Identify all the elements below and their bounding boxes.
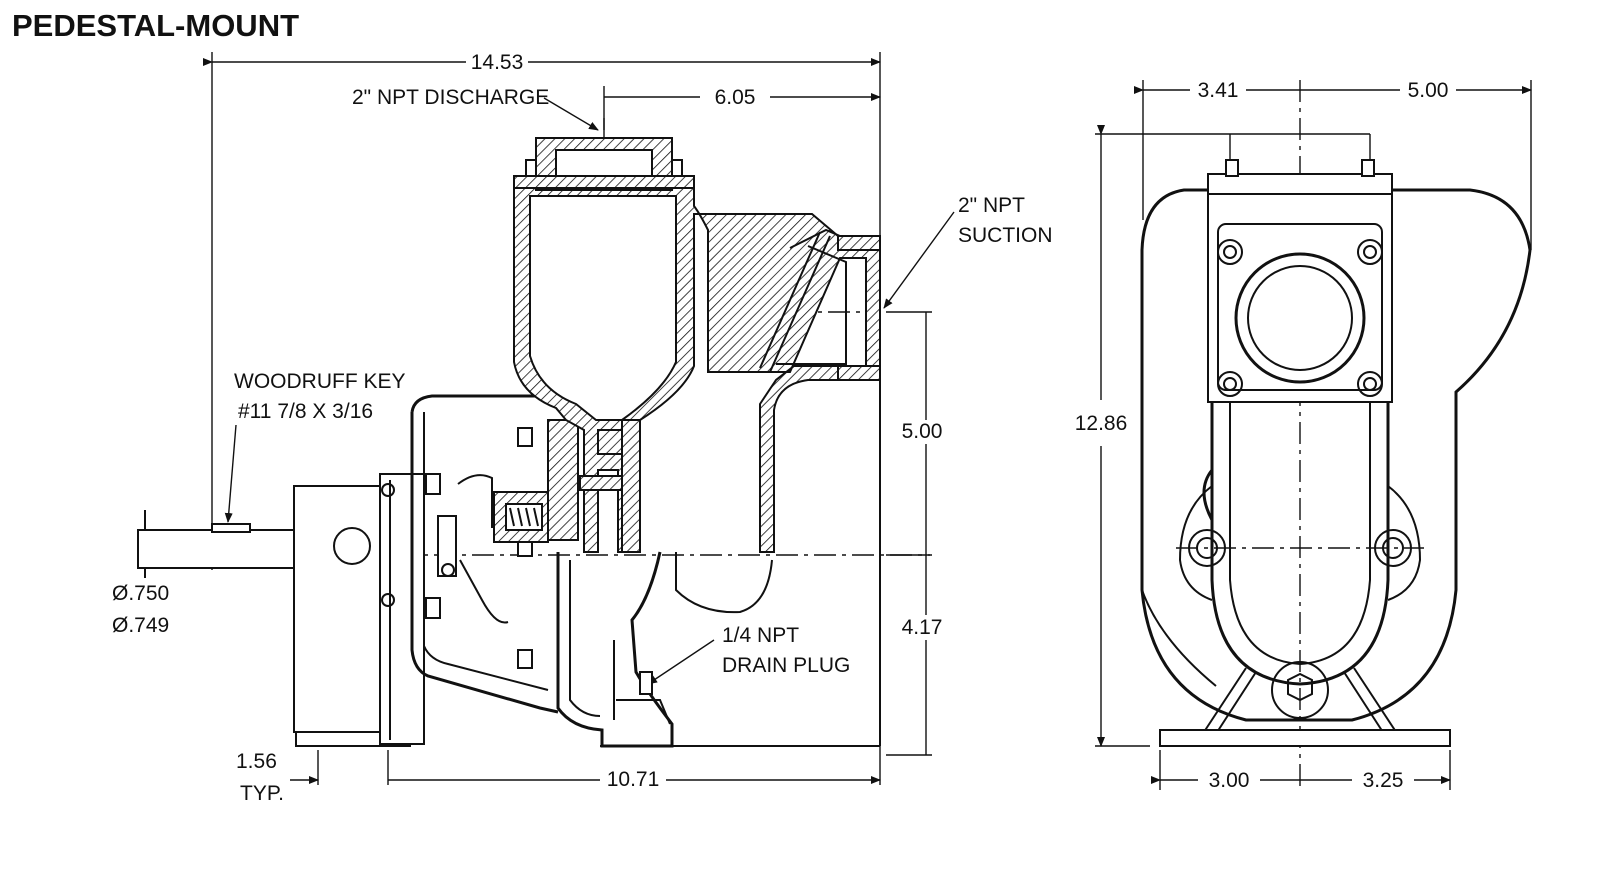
dim-overall-length: 14.53: [471, 51, 524, 74]
dim-foot-line1: 1.56: [236, 750, 277, 773]
dim-overall-height: 12.86: [1075, 412, 1128, 435]
dim-foot-line2: TYP.: [240, 782, 284, 805]
dim-shaft-height: 4.17: [902, 616, 943, 639]
dim-discharge-offset: 6.05: [715, 86, 756, 109]
side-view: [137, 52, 955, 785]
front-view: [1095, 80, 1532, 790]
label-woodruff-key-line2: #11 7/8 X 3/16: [238, 400, 373, 423]
label-woodruff-key-line1: WOODRUFF KEY: [234, 370, 406, 393]
dim-base-length: 10.71: [607, 768, 660, 791]
label-suction-line2: SUCTION: [958, 224, 1053, 247]
page-title: PEDESTAL-MOUNT: [12, 8, 299, 43]
label-discharge: 2" NPT DISCHARGE: [352, 86, 549, 109]
dim-left-width: 3.41: [1198, 79, 1239, 102]
dim-shaft-diameter-min: Ø.749: [112, 614, 169, 637]
label-drain-plug-line2: DRAIN PLUG: [722, 654, 850, 677]
dim-base-right: 3.25: [1363, 769, 1404, 792]
label-suction-line1: 2" NPT: [958, 194, 1025, 217]
dim-shaft-diameter-max: Ø.750: [112, 582, 169, 605]
label-drain-plug-line1: 1/4 NPT: [722, 624, 799, 647]
dim-right-width: 5.00: [1408, 79, 1449, 102]
dim-suction-height: 5.00: [902, 420, 943, 443]
dim-base-left: 3.00: [1209, 769, 1250, 792]
